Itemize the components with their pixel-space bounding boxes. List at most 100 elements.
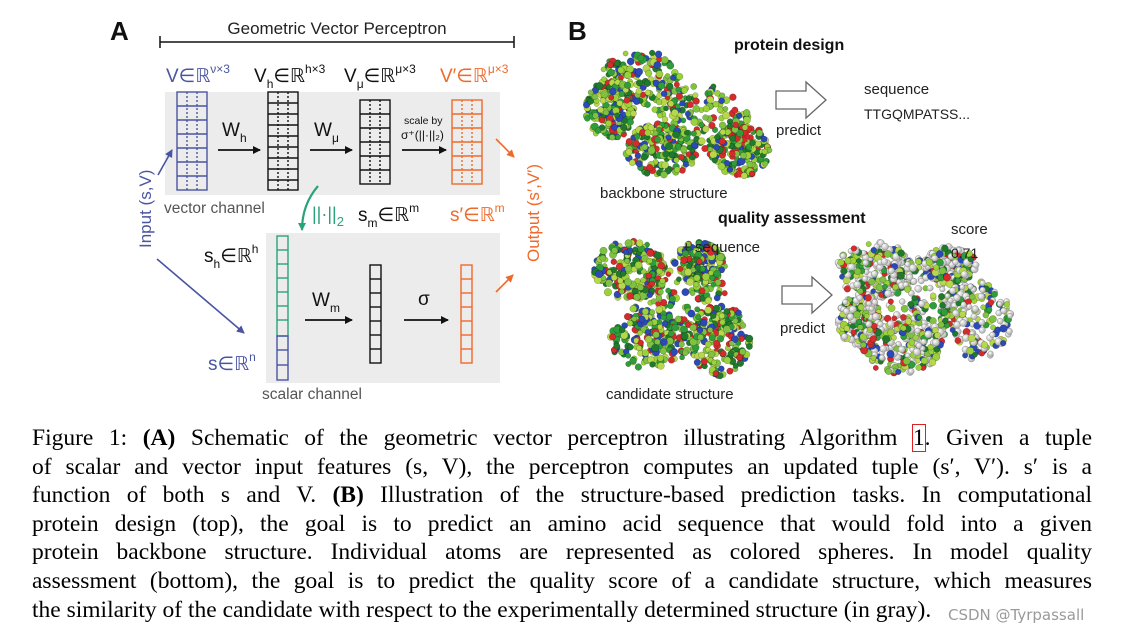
- atom-sphere: [716, 106, 724, 114]
- atom-sphere: [632, 246, 639, 253]
- atom-sphere: [622, 50, 629, 57]
- atom-sphere: [634, 261, 643, 270]
- atom-sphere: [671, 259, 679, 267]
- atom-sphere: [693, 281, 700, 288]
- atom-sphere: [1003, 301, 1011, 308]
- sm-label: sm∈ℝm: [358, 201, 419, 230]
- atom-sphere: [870, 246, 877, 254]
- atom-sphere: [978, 318, 986, 326]
- atom-sphere: [633, 293, 641, 301]
- atom-sphere: [684, 110, 691, 117]
- algorithm-ref-link[interactable]: 1: [911, 424, 926, 452]
- atom-sphere: [977, 292, 985, 301]
- sh-label: sh∈ℝh: [204, 242, 258, 271]
- atom-sphere: [662, 150, 670, 158]
- atom-sphere: [684, 268, 693, 277]
- atom-sphere: [694, 306, 701, 313]
- atom-sphere: [722, 325, 731, 334]
- score-label: score: [951, 221, 988, 238]
- atom-sphere: [952, 309, 960, 317]
- atom-sphere: [597, 106, 604, 114]
- atom-sphere: [639, 84, 647, 92]
- atom-sphere: [603, 288, 612, 297]
- atom-sphere: [665, 134, 672, 141]
- scale-by-label: scale by: [404, 115, 443, 127]
- atom-sphere: [897, 249, 905, 257]
- output-label: Output (s′,V′): [524, 164, 543, 262]
- atom-sphere: [986, 306, 993, 313]
- atom-sphere: [856, 257, 862, 264]
- caption-line-4: protein design (top), the goal is to pre…: [32, 510, 1092, 537]
- atom-sphere: [667, 356, 675, 364]
- atom-sphere: [637, 330, 643, 336]
- atom-sphere: [644, 89, 651, 96]
- atom-sphere: [857, 324, 864, 331]
- atom-sphere: [680, 332, 689, 341]
- atom-sphere: [745, 334, 754, 343]
- atom-sphere: [947, 253, 955, 260]
- atom-sphere: [912, 348, 921, 356]
- atom-sphere: [632, 139, 640, 148]
- atom-sphere: [641, 307, 649, 316]
- atom-sphere: [918, 277, 925, 285]
- atom-sphere: [618, 326, 626, 334]
- atom-sphere: [914, 258, 922, 266]
- atom-sphere: [872, 364, 879, 371]
- figure-1: A Geometric Vector Perceptron V∈ℝν×3 Vh∈…: [110, 16, 1015, 403]
- atom-sphere: [667, 100, 675, 108]
- atom-sphere: [655, 305, 664, 314]
- atom-sphere: [679, 167, 686, 174]
- atom-sphere: [632, 97, 641, 106]
- atom-sphere: [915, 364, 922, 371]
- atom-sphere: [681, 316, 688, 323]
- atom-sphere: [730, 335, 739, 344]
- atom-sphere: [657, 81, 666, 90]
- sigma-label: σ: [418, 289, 430, 310]
- atom-sphere: [959, 319, 967, 327]
- atom-sphere: [587, 89, 594, 96]
- atom-sphere: [623, 312, 632, 321]
- atom-sphere: [843, 325, 850, 332]
- atom-sphere: [749, 139, 756, 146]
- predict-arrow-2: [781, 275, 833, 315]
- atom-sphere: [710, 281, 717, 288]
- scale-expr-label: σ⁺(||·||₂): [401, 128, 444, 142]
- atom-sphere: [680, 256, 688, 264]
- atom-sphere: [877, 320, 884, 328]
- atom-sphere: [660, 56, 669, 64]
- atom-sphere: [868, 305, 875, 312]
- atom-sphere: [954, 337, 962, 344]
- atom-sphere: [667, 302, 674, 310]
- atom-sphere: [738, 335, 745, 342]
- atom-sphere: [618, 288, 625, 295]
- norm-arrow: [298, 185, 319, 231]
- atom-sphere: [943, 273, 952, 282]
- atom-sphere: [741, 124, 749, 131]
- atom-sphere: [910, 277, 918, 285]
- atom-sphere: [679, 100, 686, 107]
- atom-sphere: [704, 340, 712, 348]
- atom-sphere: [654, 136, 661, 143]
- atom-sphere: [857, 303, 865, 311]
- atom-sphere: [996, 317, 1004, 325]
- atom-sphere: [676, 276, 682, 283]
- atom-sphere: [944, 293, 951, 299]
- atom-sphere: [626, 57, 635, 66]
- atom-sphere: [709, 150, 718, 159]
- atom-sphere: [618, 90, 626, 98]
- atom-sphere: [719, 319, 726, 326]
- atom-sphere: [969, 293, 976, 301]
- atom-sphere: [762, 160, 769, 167]
- atom-sphere: [729, 93, 737, 101]
- atom-sphere: [607, 61, 614, 69]
- atom-sphere: [726, 166, 734, 173]
- atom-sphere: [601, 76, 607, 82]
- atom-sphere: [698, 287, 706, 295]
- atom-sphere: [657, 112, 664, 119]
- atom-sphere: [952, 258, 959, 266]
- atom-sphere: [690, 83, 698, 90]
- atom-sphere: [704, 297, 712, 305]
- atom-sphere: [911, 295, 918, 302]
- atom-sphere: [625, 361, 632, 367]
- atom-sphere: [707, 327, 714, 333]
